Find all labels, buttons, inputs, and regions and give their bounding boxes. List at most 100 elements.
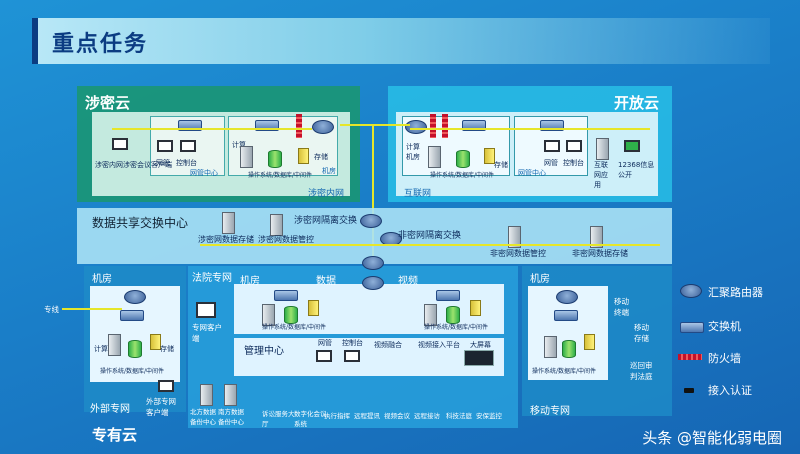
secret-cloud-label: 涉密云: [85, 94, 131, 112]
cloud-link-line: [340, 124, 410, 126]
left-router-icon: [124, 290, 146, 304]
mobile-room-label: 机房: [530, 274, 550, 285]
big-screen-icon: [464, 350, 494, 366]
nonsecret-storage-label: 非密网数据存储: [572, 249, 628, 258]
open-firewall-icon: [430, 114, 436, 138]
watermark: 头条 @智能化弱电圈: [642, 429, 782, 447]
secret-storage-server-icon: [222, 212, 235, 234]
court-video-storage-icon: [470, 300, 481, 316]
open-net-label: 互联网: [404, 189, 432, 199]
secret-nms-label: 网管中心: [190, 169, 218, 177]
digital-label: 数字化会议系统: [294, 410, 327, 428]
legend-auth-label: 接入认证: [708, 384, 752, 397]
open-compute-label: 计算: [406, 143, 420, 151]
secret-storage-label: 涉密网数据存储: [198, 235, 254, 244]
title-accent: [32, 18, 38, 64]
secret-db-icon: [268, 150, 282, 168]
secret-console-monitor-icon: [180, 140, 196, 152]
court-storage-icon: [308, 300, 319, 316]
mgmt-nms-monitor-icon: [316, 350, 332, 362]
mgmt-nms-label: 网管: [318, 339, 332, 347]
mobile-db-icon: [562, 340, 576, 358]
mobile-terminal-label: 移动终端: [614, 297, 629, 317]
secret-net-label: 涉密内网: [308, 189, 345, 199]
patrol-label: 巡回审判法庭: [630, 361, 653, 381]
court-os-label: 操作系统/数据库/中间件: [262, 324, 327, 331]
external-net-label: 外部专网: [90, 404, 130, 415]
secret-storage-icon: [298, 148, 309, 164]
mgmt-console-label: 控制台: [342, 339, 363, 347]
open-nms-monitor-icon: [544, 140, 560, 152]
secret-mgmt-label: 涉密网数据管控: [258, 235, 314, 244]
private-client-label: 专网客户端: [192, 323, 222, 343]
mobile-net-label: 移动专网: [530, 406, 570, 417]
secret-nms-item-1: 控制台: [176, 159, 197, 167]
litigation-label: 诉讼服务大厅: [262, 410, 295, 428]
left-switch-icon: [120, 310, 144, 321]
ext-client-label: 外部专网客户端: [146, 397, 176, 417]
open-switch-icon: [462, 120, 486, 131]
bottom-item-2: 视频会议: [384, 412, 410, 420]
exchange-center-label: 数据共享交换中心: [92, 216, 189, 230]
legend-router-label: 汇聚路由器: [708, 286, 763, 299]
open-os-label: 操作系统/数据库/中间件: [430, 172, 495, 179]
secret-iso-label: 涉密网隔离交换: [294, 216, 358, 226]
nonsecret-mgmt-server-icon: [508, 226, 521, 248]
nonsecret-storage-server-icon: [590, 226, 603, 248]
secret-storage-label: 存储: [314, 153, 328, 161]
nonsecret-iso-label: 非密网隔离交换: [398, 231, 462, 241]
legend-firewall-icon: [678, 354, 702, 360]
court-router-2-icon: [362, 276, 384, 290]
court-router-icon: [362, 256, 384, 270]
court-video-db-icon: [446, 306, 460, 324]
legend-switch-icon: [680, 322, 704, 333]
video-fusion-label: 视频融合: [374, 341, 402, 349]
exchange-router-icon: [360, 214, 382, 228]
legend-switch-label: 交换机: [708, 320, 741, 333]
legend-firewall-label: 防火墙: [708, 352, 741, 365]
open-cloud-label: 开放云: [614, 94, 660, 112]
left-db-icon: [128, 340, 142, 358]
secret-router-icon: [312, 120, 334, 134]
left-server-icon: [108, 334, 121, 356]
bottom-item-3: 远程接访: [414, 412, 440, 420]
open-nms-switch-icon: [540, 120, 564, 131]
bottom-item-4: 科技法庭: [446, 412, 472, 420]
open-bus-line: [410, 128, 650, 130]
open-console-monitor-icon: [566, 140, 582, 152]
secret-nms-monitor-icon: [157, 140, 173, 152]
court-server-icon: [262, 304, 275, 326]
secret-bus-line: [112, 128, 312, 130]
south-backup-server-icon: [224, 384, 237, 406]
court-video-switch-icon: [436, 290, 460, 301]
title-bar: [32, 18, 770, 64]
secret-server-icon: [240, 146, 253, 168]
center-vertical-line: [372, 124, 374, 264]
court-video-label: 视频: [398, 276, 418, 287]
nonsecret-mgmt-label: 非密网数据管控: [490, 249, 546, 258]
open-nms-label: 网管中心: [518, 169, 546, 177]
secret-firewall-icon: [296, 114, 302, 138]
court-room-label: 机房: [240, 276, 260, 287]
left-room-label: 机房: [92, 274, 112, 285]
court-db-icon: [284, 306, 298, 324]
open-12368-icon: [624, 140, 640, 152]
bottom-item-5: 安保监控: [476, 412, 502, 420]
mgmt-center-panel: [234, 338, 504, 376]
open-server-icon: [428, 146, 441, 168]
mobile-storage-icon: [584, 334, 595, 350]
secret-client-label: 涉密内网涉密会议客户端: [95, 161, 172, 169]
secret-client-monitor-icon: [112, 138, 128, 150]
secret-nms-item-0: 网管: [156, 159, 170, 167]
secret-room-label: 机房: [322, 167, 336, 175]
court-data-switch-icon: [274, 290, 298, 301]
south-backup-label: 南方数据备份中心: [218, 408, 244, 426]
open-router-icon: [405, 120, 427, 134]
court-net-label: 法院专网: [192, 273, 232, 284]
open-internet-app-label: 互联网应用: [594, 161, 608, 189]
left-os-label: 操作系统/数据库/中间件: [100, 368, 165, 375]
mgmt-center-label: 管理中心: [244, 346, 284, 357]
backup-label: 北方数据备份中心: [190, 408, 216, 426]
private-cloud-label: 专有云: [92, 426, 138, 444]
secret-mgmt-server-icon: [270, 214, 283, 236]
